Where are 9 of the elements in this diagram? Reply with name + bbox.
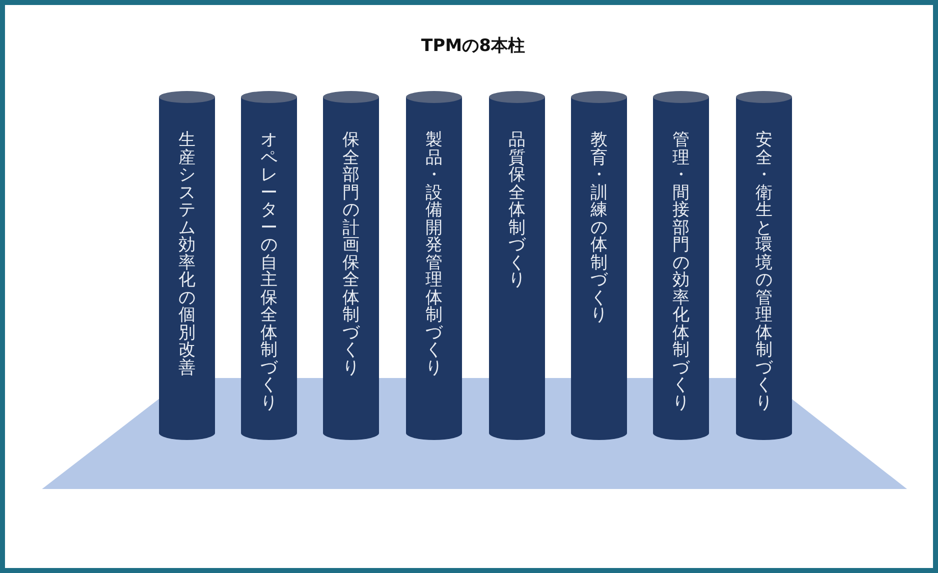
pillar-label: 保全部門の計画保全体制づくり (342, 132, 360, 377)
pillar-label: 安全・衛生と環境の管理体制づくり (756, 132, 772, 412)
pillar-label: 製品・設備開発管理体制づくり (426, 132, 442, 377)
pillar-label: 品質保全体制づくり (508, 132, 526, 290)
pillar-label: 管理・間接部門の効率化体制づくり (672, 132, 690, 412)
title: TPMの8本柱 (421, 36, 525, 56)
pillar-label: 生産システム効率化の個別改善 (178, 132, 196, 377)
pillar-label: 教育・訓練の体制づくり (590, 132, 608, 324)
pillar-label: オペレーターの自主保全体制づくり (260, 132, 278, 412)
